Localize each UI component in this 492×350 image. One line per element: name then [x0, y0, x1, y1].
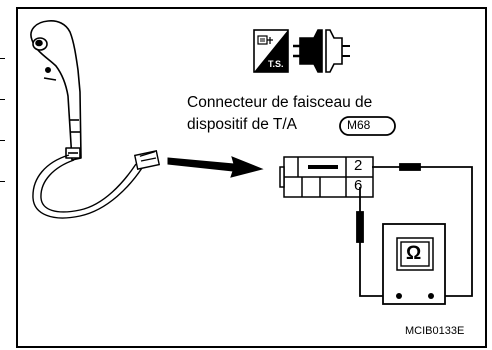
caption-line-2: dispositif de T/A: [187, 116, 297, 133]
margin-tick: [0, 58, 5, 59]
connector-plug-icon: [133, 150, 161, 170]
terminal-label-upper: 2: [354, 157, 363, 174]
probe-lead-upper: [372, 163, 473, 297]
caption-line-1: Connecteur de faisceau de: [187, 94, 373, 111]
margin-tick: [0, 140, 5, 141]
figure-id: MCIB0133E: [405, 325, 465, 337]
harness-connector-face: [279, 156, 374, 198]
direction-arrow: [167, 156, 264, 178]
connector-code-outline: [339, 116, 396, 136]
margin-tick: [0, 181, 5, 182]
ts-badge-label: T.S.: [268, 59, 284, 69]
ts-badge-icon: [253, 29, 289, 73]
ohmmeter-icon: [382, 223, 446, 305]
connector-code: M68: [347, 118, 371, 132]
selector-lever-icon: [30, 20, 82, 161]
ohm-symbol: Ω: [406, 243, 422, 264]
harness-connector-icon: [293, 29, 350, 73]
margin-tick: [0, 99, 5, 100]
terminal-label-lower: 6: [354, 177, 363, 194]
harness-wire: [32, 154, 143, 219]
